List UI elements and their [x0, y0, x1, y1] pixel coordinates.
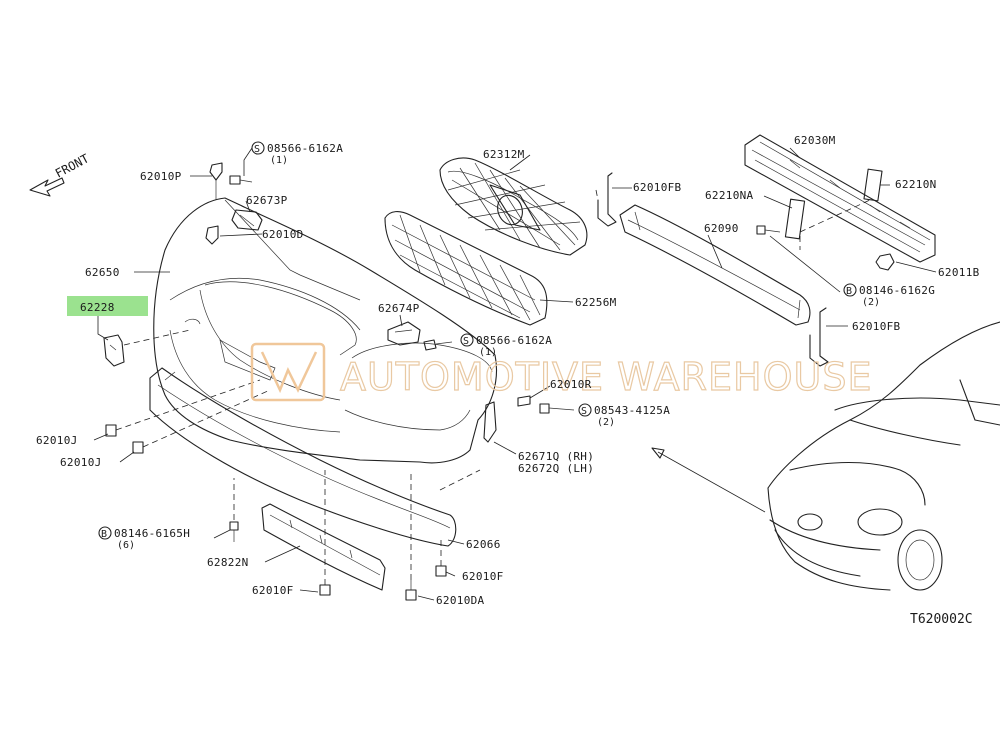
bolt-icon [229, 175, 253, 185]
label-62010F-b: 62010F [462, 570, 504, 583]
circle-s-mid: S [463, 336, 469, 347]
qty-08566-top: (1) [270, 155, 288, 166]
watermark: AUTOMOTIVE WAREHOUSE [250, 342, 872, 402]
front-arrow-icon [29, 177, 65, 197]
bracket-fb-top-part [597, 172, 617, 227]
circle-s-top: S [254, 144, 260, 155]
highlight-box [67, 296, 148, 316]
qty-08566-mid: (1) [479, 347, 497, 358]
circle-prefixes: S S B S B [98, 141, 857, 540]
bolt-icon [405, 580, 417, 601]
reinforcement-part [744, 134, 936, 263]
bolt-icon [756, 225, 781, 235]
label-62671Q: 62671Q (RH) [518, 450, 594, 463]
label-62010R: 62010R [550, 378, 592, 391]
label-62822N: 62822N [207, 556, 249, 569]
upper-grille-part [439, 157, 588, 256]
qty-08543: (2) [597, 417, 615, 428]
label-08146-6162G: 08146-6162G [859, 284, 935, 297]
absorber-part [619, 204, 811, 326]
lower-protector-part [261, 503, 386, 591]
label-08566-top: 08566-6162A [267, 142, 343, 155]
circle-b-left: B [101, 529, 107, 540]
clip-j-icon [132, 441, 144, 454]
label-62210NA: 62210NA [705, 189, 754, 202]
label-62672Q: 62672Q (LH) [518, 462, 594, 475]
clip-icon [205, 225, 219, 245]
label-62010DA: 62010DA [436, 594, 485, 607]
qty-08146-6162G: (2) [862, 297, 880, 308]
leader-lines [93, 147, 937, 601]
label-62010FB-top: 62010FB [633, 181, 682, 194]
label-62228: 62228 [80, 301, 115, 314]
label-62010J-a: 62010J [36, 434, 78, 447]
label-62312M: 62312M [483, 148, 525, 161]
clip-icon [517, 395, 531, 407]
label-08146-6165H: 08146-6165H [114, 527, 190, 540]
label-62256M: 62256M [575, 296, 617, 309]
label-62210N: 62210N [895, 178, 937, 191]
clip-icon [209, 162, 223, 200]
bracket-fb-bottom-part [809, 307, 829, 367]
label-62066: 62066 [466, 538, 501, 551]
label-62673P: 62673P [246, 194, 288, 207]
bolt-icon [435, 565, 447, 577]
screw-icon [423, 339, 453, 351]
lower-spoiler-part [149, 367, 457, 547]
watermark-logo-icon [250, 342, 326, 402]
front-label: FRONT [53, 151, 91, 180]
bolt-icon [229, 521, 239, 542]
pointer-arrow-icon [651, 447, 766, 513]
label-62030M: 62030M [794, 134, 836, 147]
bolt-icon [539, 403, 575, 414]
lower-grille-part [384, 211, 548, 326]
side-bracket-part [103, 334, 125, 367]
fog-cover-part [387, 321, 421, 346]
label-62010D: 62010D [262, 228, 304, 241]
guide-lines [115, 189, 871, 585]
clip-j-icon [105, 424, 117, 437]
bolt-icon [319, 584, 331, 596]
circle-s-bottom: S [581, 406, 587, 417]
label-62090: 62090 [704, 222, 739, 235]
label-62010J-b: 62010J [60, 456, 102, 469]
retainer-part [231, 209, 263, 231]
label-62010P: 62010P [140, 170, 182, 183]
watermark-text: AUTOMOTIVE WAREHOUSE [340, 355, 872, 399]
label-62011B: 62011B [938, 266, 980, 279]
label-62674P: 62674P [378, 302, 420, 315]
circle-b-right: B [846, 286, 852, 297]
diagram-code: T620002C [910, 612, 973, 627]
bumper-fascia-part [153, 197, 498, 464]
label-62650: 62650 [85, 266, 120, 279]
label-08543: 08543-4125A [594, 404, 670, 417]
nut-icon [875, 253, 895, 271]
qty-08146-6165H: (6) [117, 540, 135, 551]
label-08566-mid: 08566-6162A [476, 334, 552, 347]
part-labels: 62010P 08566-6162A (1) 62673P 62010D 626… [36, 134, 980, 607]
label-62010FB-bottom: 62010FB [852, 320, 901, 333]
side-bracket-rh-part [483, 401, 497, 443]
car-illustration [767, 321, 1000, 591]
label-62010F-a: 62010F [252, 584, 294, 597]
